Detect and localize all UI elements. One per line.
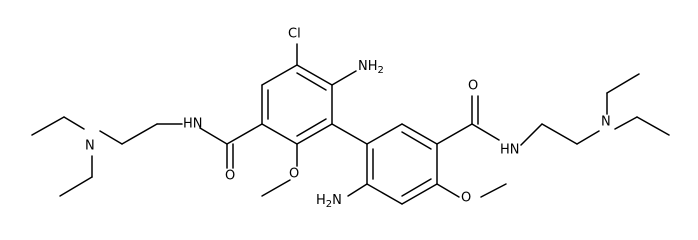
left-amide-oxygen-label: O [225,169,235,184]
left-amine-nitrogen-label: N [85,139,95,154]
bond-lines [31,43,670,205]
right-amide-oxygen-label: O [468,79,478,94]
upper-amine-label: NH2 [358,59,384,76]
chemical-structure-diagram: Cl NH2 HN O O N H2N O O HN N [31,27,670,210]
upper-methoxy-oxygen-label: O [289,167,299,182]
chlorine-label: Cl [288,27,301,42]
right-amide-nh-label: HN [500,143,520,158]
lower-amine-label: H2N [316,193,342,210]
right-amine-nitrogen-label: N [601,115,611,130]
lower-methoxy-oxygen-label: O [461,191,471,206]
left-amide-nh-label: HN [183,117,203,132]
